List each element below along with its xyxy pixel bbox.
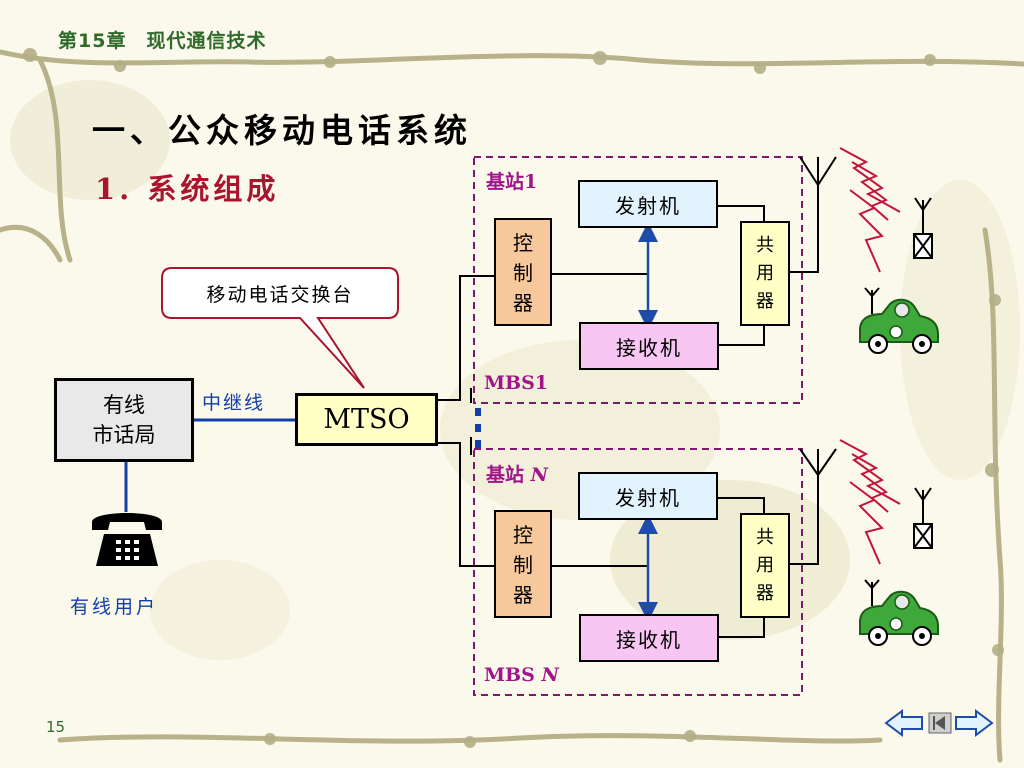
antenna-icon	[799, 156, 837, 190]
bs1-title-num: 1	[524, 171, 538, 193]
car-icon	[859, 287, 939, 354]
pstn-line2: 市话局	[92, 423, 156, 447]
bs1-duplexer-char: 共	[756, 234, 774, 256]
bs1-transmitter-box: 发射机	[578, 180, 718, 228]
link-lines	[124, 275, 496, 567]
bsn-name: MBS N	[484, 664, 559, 686]
handset-icon	[913, 487, 933, 549]
bsn-name-num: N	[541, 664, 559, 686]
wired-user-label: 有线用户	[70, 596, 159, 618]
bsn-wiring	[552, 475, 819, 638]
bsn-receiver-box: 接收机	[579, 614, 719, 662]
switch-callout-label: 移动电话交换台	[206, 284, 354, 306]
bs1-duplexer-box: 共 用 器	[740, 221, 790, 326]
slide-title: 一、公众移动电话系统	[92, 111, 472, 150]
telephone-icon	[92, 513, 162, 566]
trunk-line-label: 中继线	[202, 392, 266, 414]
bs1-controller-char: 器	[513, 291, 533, 315]
bs1-receiver-box: 接收机	[579, 322, 719, 370]
bsn-transmitter-box: 发射机	[578, 472, 718, 520]
chapter-label: 第15章 现代通信技术	[58, 30, 267, 52]
switch-callout-bubble	[161, 267, 399, 389]
vine-border	[0, 49, 1024, 763]
bsn-controller-char: 控	[513, 523, 533, 547]
bs1-duplexer-char: 用	[756, 262, 774, 284]
bsn-controller-char: 制	[513, 553, 533, 577]
handset-icon	[913, 197, 933, 259]
bsn-title: 基站 N	[486, 460, 548, 487]
bs1-controller-char: 控	[513, 231, 533, 255]
bsn-duplexer-box: 共 用 器	[740, 513, 790, 618]
bsn-title-num: N	[530, 464, 548, 486]
bsn-duplexer-char: 共	[756, 526, 774, 548]
radio-wave	[839, 147, 901, 565]
page-number: 15	[46, 718, 66, 736]
more-stations-dots	[475, 408, 481, 448]
pstn-office-box: 有线 市话局	[54, 378, 194, 462]
antenna-icon	[799, 448, 837, 480]
bs1-duplexer-char: 器	[756, 290, 774, 312]
nav-prev-icon[interactable]	[884, 709, 923, 737]
mtso-box: MTSO	[295, 393, 438, 446]
bsn-controller-char: 器	[513, 583, 533, 607]
bs1-controller-char: 制	[513, 261, 533, 285]
car-icon	[859, 579, 939, 646]
base-station-n-frame	[473, 448, 803, 696]
bsn-controller-box: 控 制 器	[494, 510, 552, 618]
bs1-title-text: 基站	[486, 171, 525, 193]
pstn-line1: 有线	[103, 393, 145, 417]
bsn-title-text: 基站	[486, 464, 531, 486]
nav-next-icon[interactable]	[955, 709, 994, 737]
nav-home-icon[interactable]	[928, 712, 952, 734]
bs1-controller-box: 控 制 器	[494, 218, 552, 326]
bsn-name-text: MBS	[484, 664, 542, 686]
bs1-wiring	[552, 185, 819, 346]
base-station-1-frame	[473, 156, 803, 404]
bsn-duplexer-char: 用	[756, 554, 774, 576]
bs1-name: MBS1	[484, 372, 549, 394]
section-subtitle: 1. 系统组成	[95, 172, 280, 206]
bs1-title: 基站1	[486, 167, 537, 194]
bsn-duplexer-char: 器	[756, 582, 774, 604]
